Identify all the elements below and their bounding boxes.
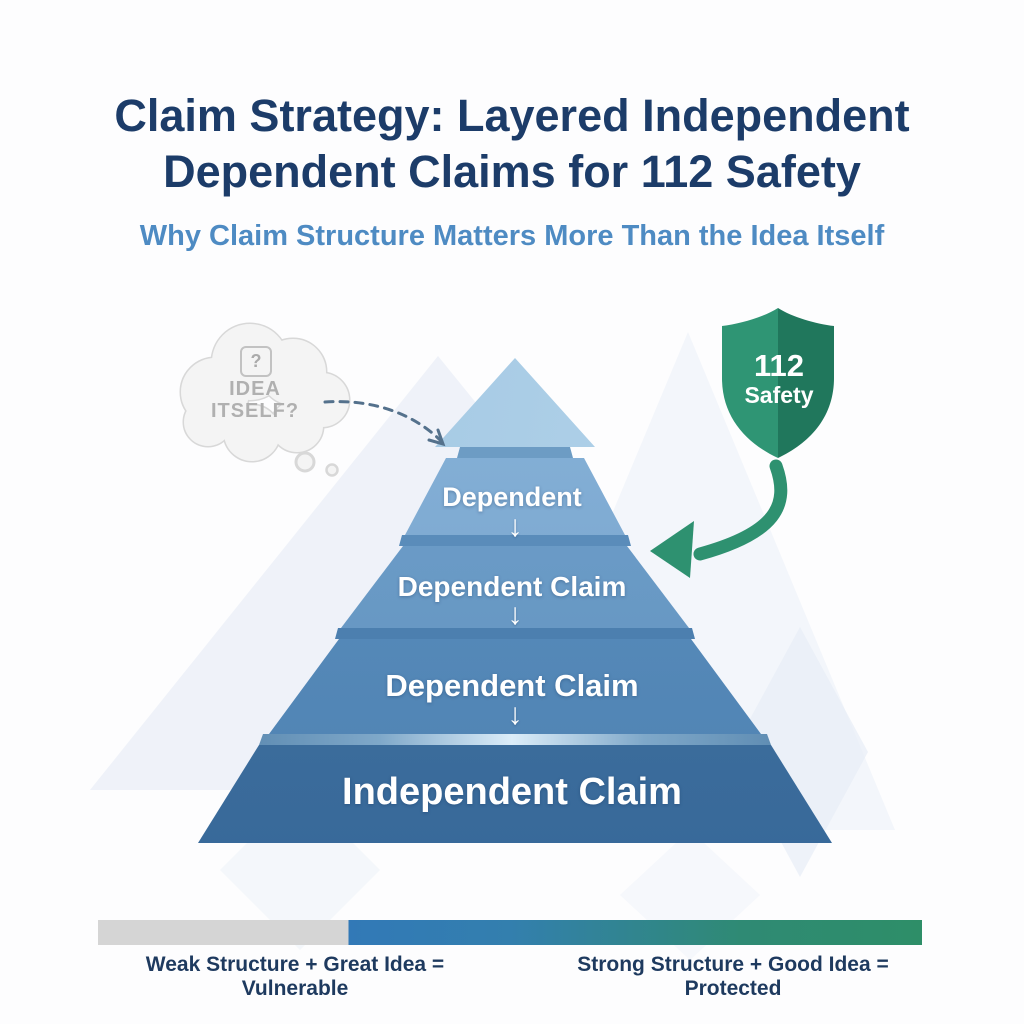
cloud-label-line1: IDEA — [229, 378, 281, 400]
claims-pyramid: Dependent ↓ Dependent Claim ↓ Dependent … — [182, 352, 842, 852]
pyramid-ledge-2 — [399, 535, 631, 546]
thought-cloud-icon — [179, 322, 351, 477]
tier-label-dependent-1: Dependent — [442, 482, 582, 512]
cloud-label-line2: ITSELF? — [210, 400, 300, 422]
tier-label-dependent-2: Dependent Claim — [397, 571, 627, 602]
page-subtitle: Why Claim Structure Matters More Than th… — [139, 220, 885, 253]
shield-label-112: 112 — [753, 348, 804, 383]
down-arrow-icon: ↓ — [507, 698, 523, 731]
curved-green-arrow-icon — [650, 459, 788, 578]
question-box-icon: ? — [240, 346, 272, 377]
down-arrow-icon: ↓ — [507, 510, 523, 543]
question-glyph: ? — [250, 351, 262, 371]
legend-strong-structure: Strong Structure + Good Idea = Protected — [577, 953, 889, 1000]
dashed-arrow-icon — [323, 400, 446, 447]
pyramid-ledge-3 — [335, 628, 695, 639]
pyramid-ledge-1 — [457, 447, 573, 458]
shield-label: 112 Safety — [718, 348, 840, 409]
shield-label-safety: Safety — [744, 382, 814, 408]
pyramid-tier-dependent-2 — [341, 546, 689, 628]
page-title-line1: Claim Strategy: Layered Independent — [114, 90, 910, 142]
pyramid-shine-band — [259, 734, 771, 745]
cloud-bubble-small — [325, 463, 339, 477]
thought-cloud-label: IDEA ITSELF? — [175, 378, 335, 422]
page-title-line2: Dependent Claims for 112 Safety — [163, 145, 861, 197]
tier-label-dependent-3: Dependent Claim — [385, 668, 639, 703]
pyramid-tier-independent — [198, 745, 832, 843]
pyramid-tier-dependent-3 — [269, 639, 761, 734]
page-title: Claim Strategy: Layered Independent Depe… — [0, 88, 1024, 200]
down-arrow-icon: ↓ — [507, 598, 523, 631]
tier-label-independent: Independent Claim — [342, 771, 682, 813]
legend-weak-structure: Weak Structure + Great Idea = Vulnerable — [145, 953, 445, 1000]
structure-gradient-bar — [98, 920, 922, 945]
cloud-bubble-large — [294, 451, 316, 473]
pyramid-tier-dependent-1 — [405, 458, 625, 535]
shield-112-icon — [722, 308, 834, 458]
